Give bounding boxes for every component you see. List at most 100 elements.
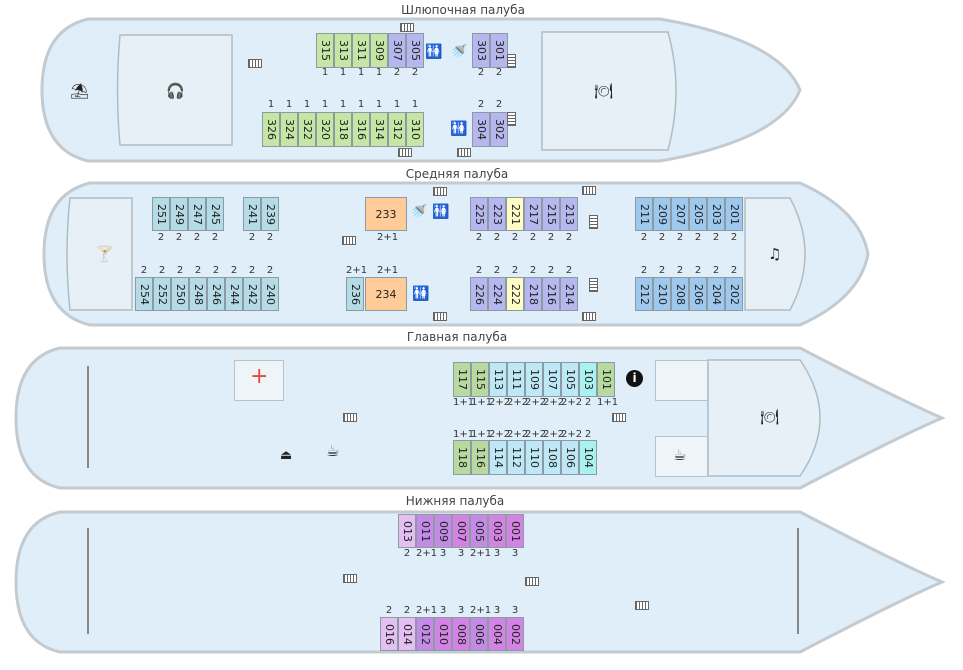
cabin-204[interactable]: 204 [707,277,725,311]
cabin-313[interactable]: 313 [334,33,352,68]
cabin-224[interactable]: 224 [488,277,506,311]
cabin-217[interactable]: 217 [524,197,542,231]
cabin-326[interactable]: 326 [262,112,280,147]
cabin-013[interactable]: 013 [398,514,416,548]
cabin-003[interactable]: 003 [488,514,506,548]
cabin-203[interactable]: 203 [707,197,725,231]
cabin-118[interactable]: 118 [453,440,471,475]
cabin-110[interactable]: 110 [525,440,543,475]
cabin-307[interactable]: 307 [388,33,406,68]
cabin-248[interactable]: 248 [189,277,207,311]
berth-count: 2 [694,265,702,276]
cabin-244[interactable]: 244 [225,277,243,311]
cabin-310[interactable]: 310 [406,112,424,147]
cabin-309[interactable]: 309 [370,33,388,68]
cabin-202[interactable]: 202 [725,277,743,311]
cabin-215[interactable]: 215 [542,197,560,231]
cabin-304[interactable]: 304 [472,112,490,147]
cabin-006[interactable]: 006 [470,617,488,651]
cabin-254[interactable]: 254 [135,277,153,311]
cabin-209[interactable]: 209 [653,197,671,231]
cabin-239[interactable]: 239 [261,197,279,231]
cabin-214[interactable]: 214 [560,277,578,311]
stairs-icon [343,413,357,422]
stairs-icon [343,574,357,583]
cabin-250[interactable]: 250 [171,277,189,311]
cabin-233[interactable]: 233 [365,197,407,231]
cabin-117[interactable]: 117 [453,362,471,397]
cabin-007[interactable]: 007 [452,514,470,548]
cabin-108[interactable]: 108 [543,440,561,475]
cabin-234[interactable]: 234 [365,277,407,311]
cabin-111[interactable]: 111 [507,362,525,397]
cabin-112[interactable]: 112 [507,440,525,475]
cabin-002[interactable]: 002 [506,617,524,651]
cabin-103[interactable]: 103 [579,362,597,397]
cabin-221[interactable]: 221 [506,197,524,231]
cabin-218[interactable]: 218 [524,277,542,311]
cabin-211[interactable]: 211 [635,197,653,231]
cabin-242[interactable]: 242 [243,277,261,311]
cabin-324[interactable]: 324 [280,112,298,147]
berth-count: 1 [339,67,347,78]
cabin-312[interactable]: 312 [388,112,406,147]
cabin-226[interactable]: 226 [470,277,488,311]
berth-count: 1 [339,99,347,110]
cabin-011[interactable]: 011 [416,514,434,548]
cabin-210[interactable]: 210 [653,277,671,311]
cabin-236[interactable]: 236 [346,277,364,311]
cabin-213[interactable]: 213 [560,197,578,231]
cabin-201[interactable]: 201 [725,197,743,231]
cabin-314[interactable]: 314 [370,112,388,147]
cabin-315[interactable]: 315 [316,33,334,68]
berth-count: 1+1 [597,397,619,408]
cabin-222[interactable]: 222 [506,277,524,311]
cabin-208[interactable]: 208 [671,277,689,311]
cabin-241[interactable]: 241 [243,197,261,231]
cabin-205[interactable]: 205 [689,197,707,231]
cabin-311[interactable]: 311 [352,33,370,68]
cabin-246[interactable]: 246 [207,277,225,311]
cabin-320[interactable]: 320 [316,112,334,147]
cabin-245[interactable]: 245 [206,197,224,231]
cabin-225[interactable]: 225 [470,197,488,231]
cabin-107[interactable]: 107 [543,362,561,397]
cabin-303[interactable]: 303 [472,33,490,68]
cabin-016[interactable]: 016 [380,617,398,651]
cabin-012[interactable]: 012 [416,617,434,651]
cabin-115[interactable]: 115 [471,362,489,397]
cabin-104[interactable]: 104 [579,440,597,475]
cabin-116[interactable]: 116 [471,440,489,475]
cabin-316[interactable]: 316 [352,112,370,147]
cabin-number: 221 [508,203,522,225]
cabin-240[interactable]: 240 [261,277,279,311]
cabin-008[interactable]: 008 [452,617,470,651]
cabin-318[interactable]: 318 [334,112,352,147]
cabin-010[interactable]: 010 [434,617,452,651]
cabin-301[interactable]: 301 [490,33,508,68]
cabin-109[interactable]: 109 [525,362,543,397]
cabin-101[interactable]: 101 [597,362,615,397]
cabin-252[interactable]: 252 [153,277,171,311]
cabin-005[interactable]: 005 [470,514,488,548]
cabin-247[interactable]: 247 [188,197,206,231]
cabin-001[interactable]: 001 [506,514,524,548]
cabin-207[interactable]: 207 [671,197,689,231]
cabin-106[interactable]: 106 [561,440,579,475]
cabin-114[interactable]: 114 [489,440,507,475]
cabin-249[interactable]: 249 [170,197,188,231]
cabin-305[interactable]: 305 [406,33,424,68]
cabin-302[interactable]: 302 [490,112,508,147]
cabin-206[interactable]: 206 [689,277,707,311]
cabin-004[interactable]: 004 [488,617,506,651]
cabin-009[interactable]: 009 [434,514,452,548]
cabin-216[interactable]: 216 [542,277,560,311]
cabin-223[interactable]: 223 [488,197,506,231]
cabin-number: 224 [490,283,504,305]
cabin-113[interactable]: 113 [489,362,507,397]
cabin-322[interactable]: 322 [298,112,316,147]
cabin-105[interactable]: 105 [561,362,579,397]
cabin-251[interactable]: 251 [152,197,170,231]
cabin-212[interactable]: 212 [635,277,653,311]
cabin-014[interactable]: 014 [398,617,416,651]
